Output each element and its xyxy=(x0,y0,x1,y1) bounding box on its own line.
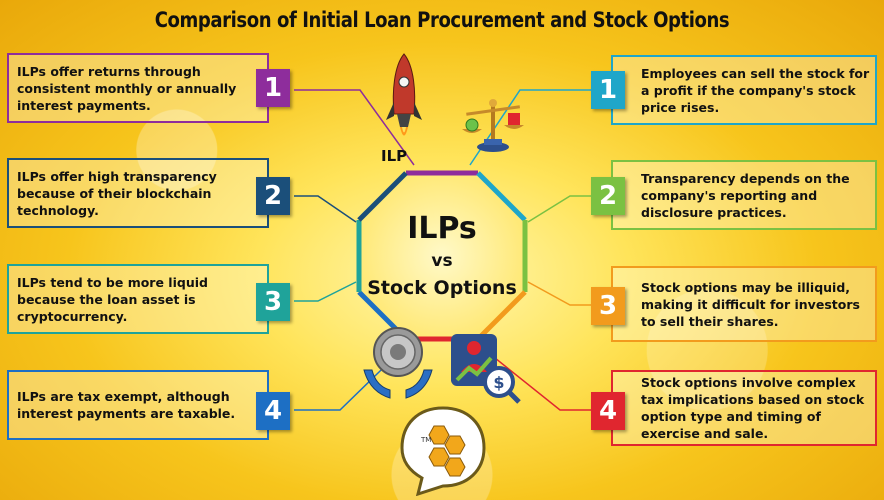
rocket-icon xyxy=(386,53,422,136)
ilp-point-4-text: ILPs are tax exempt, although interest p… xyxy=(17,389,236,421)
center-label: ILPs vs Stock Options xyxy=(356,170,528,342)
ilp-point-2-number: 2 xyxy=(256,177,290,215)
center-ilps: ILPs xyxy=(407,211,477,246)
ilp-point-3: ILPs tend to be more liquid because the … xyxy=(7,264,269,334)
stock-point-1: Employees can sell the stock for a profi… xyxy=(611,55,877,125)
stock-point-2-number: 2 xyxy=(591,177,625,215)
connector-left-3 xyxy=(294,281,357,302)
stock-point-2: Transparency depends on the company's re… xyxy=(611,160,877,230)
page-title: Comparison of Initial Loan Procurement a… xyxy=(154,8,730,32)
stock-point-3-text: Stock options may be illiquid, making it… xyxy=(641,279,860,329)
stock-point-1-text: Employees can sell the stock for a profi… xyxy=(641,65,870,115)
ilp-point-3-text: ILPs tend to be more liquid because the … xyxy=(17,274,208,324)
center-vs: vs xyxy=(431,251,453,271)
connector-left-1 xyxy=(294,89,415,166)
rocket-label: ILP xyxy=(381,147,408,165)
stock-point-1-number: 1 xyxy=(591,71,625,109)
ilp-point-1-number: 1 xyxy=(256,69,290,107)
ilp-point-4-number: 4 xyxy=(256,392,290,430)
ilp-point-2: ILPs offer high transparency because of … xyxy=(7,158,269,228)
stock-point-4-number: 4 xyxy=(591,392,625,430)
ilp-point-3-number: 3 xyxy=(256,283,290,321)
connector-left-2 xyxy=(294,195,357,223)
balance-scale-icon xyxy=(462,99,524,152)
stock-point-3-number: 3 xyxy=(591,287,625,325)
ilp-point-1: ILPs offer returns through consistent mo… xyxy=(7,53,269,123)
ilp-point-2-text: ILPs offer high transparency because of … xyxy=(17,168,217,218)
stock-point-3: Stock options may be illiquid, making it… xyxy=(611,266,877,342)
ilp-point-4: ILPs are tax exempt, although interest p… xyxy=(7,370,269,440)
stock-point-4-text: Stock options involve complex tax implic… xyxy=(641,375,865,441)
investor-growth-icon: $ xyxy=(451,334,521,404)
logo-tm-mark: TM xyxy=(420,436,431,444)
coin-hands-icon xyxy=(363,327,433,399)
stock-point-4: Stock options involve complex tax implic… xyxy=(611,370,877,446)
center-stock-options: Stock Options xyxy=(367,277,517,299)
svg-text:$: $ xyxy=(493,373,504,392)
ilp-point-1-text: ILPs offer returns through consistent mo… xyxy=(17,63,237,113)
center-octagon xyxy=(356,170,528,342)
company-logo-icon: TM xyxy=(400,406,486,496)
stock-point-2-text: Transparency depends on the company's re… xyxy=(641,170,850,220)
